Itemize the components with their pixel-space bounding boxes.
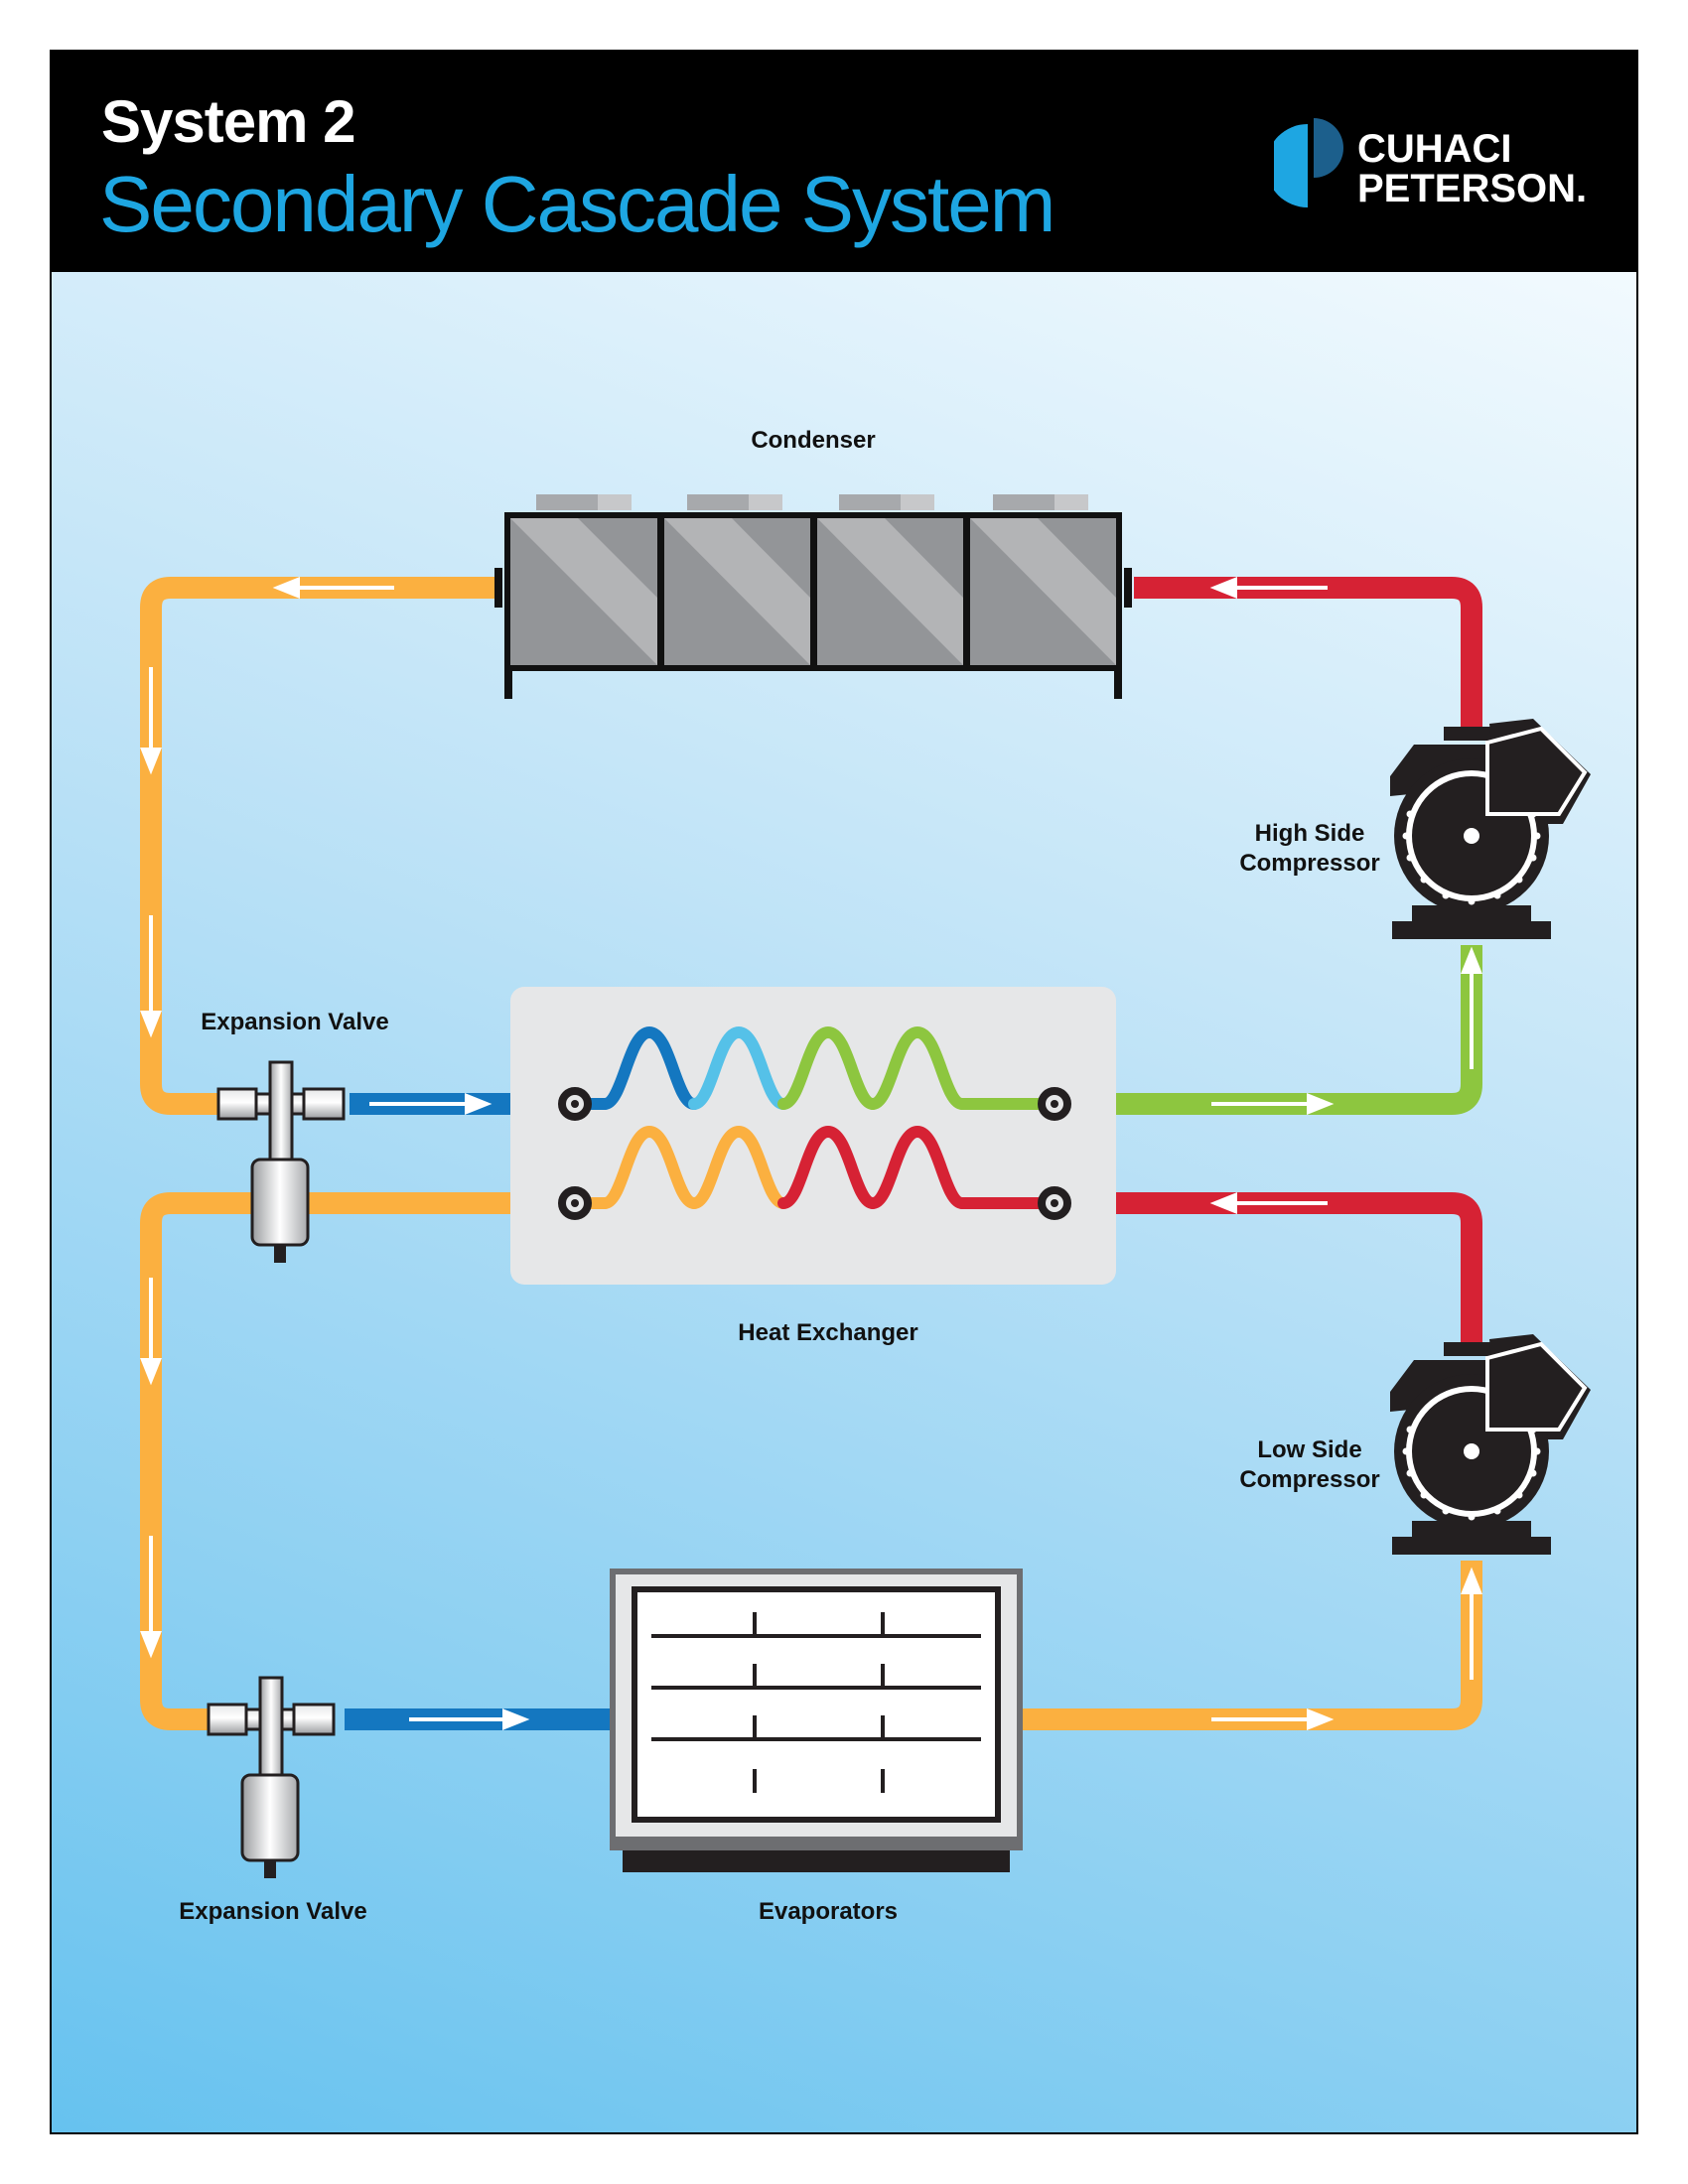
arrow-right-icon (409, 1708, 530, 1730)
arrow-left-icon (272, 577, 394, 599)
company-logo: CUHACI PETERSON. (1274, 111, 1592, 220)
heat-exchanger-label: Heat Exchanger (738, 1319, 917, 1346)
condenser-label: Condenser (751, 427, 875, 454)
arrow-up-icon (1461, 946, 1482, 1069)
system-label: System 2 (101, 88, 355, 155)
pipe-high-compressor-to-condenser (1134, 577, 1482, 732)
cascade-diagram: Condenser High Side Compressor Expansion… (140, 427, 1593, 1925)
pipe-low-compressor-to-exchanger (1114, 1192, 1482, 1342)
logo-mark-icon (1274, 118, 1343, 207)
arrow-right-icon (1211, 1708, 1335, 1730)
arrow-down-icon (140, 1536, 162, 1659)
flow-arrows (140, 577, 1482, 1730)
system-name: Secondary Cascade System (99, 160, 1055, 248)
evaporators-label: Evaporators (759, 1898, 898, 1925)
expansion-valve-bottom-label: Expansion Valve (179, 1898, 366, 1925)
pipe-evaporators-to-low-compressor (1021, 1561, 1482, 1730)
high-side-compressor-icon (1388, 717, 1593, 941)
arrow-left-icon (1209, 577, 1328, 599)
arrow-down-icon (140, 667, 162, 775)
evaporators-icon (610, 1569, 1023, 1872)
expansion-valve-top-icon (216, 1060, 346, 1265)
heat-exchanger-icon (510, 987, 1116, 1285)
pipe-exchanger-to-high-compressor (1114, 945, 1482, 1115)
high-side-compressor-label-line1: High Side (1255, 820, 1365, 847)
arrow-up-icon (1461, 1567, 1482, 1680)
low-side-compressor-label-line1: Low Side (1257, 1436, 1361, 1463)
pipes (140, 577, 1482, 1730)
arrow-down-icon (140, 1278, 162, 1386)
header-bar: System 2 Secondary Cascade System CUHACI… (52, 52, 1636, 272)
pipe-exchanger-to-bottom-valve (140, 1192, 510, 1730)
high-side-compressor-label-line2: Compressor (1239, 850, 1379, 877)
poster-frame: System 2 Secondary Cascade System CUHACI… (50, 50, 1638, 2134)
diagram-area: Condenser High Side Compressor Expansion… (52, 272, 1636, 2132)
logo-text-line2: PETERSON. (1357, 167, 1588, 210)
condenser-icon (494, 494, 1132, 699)
expansion-valve-top-label: Expansion Valve (201, 1009, 388, 1035)
arrow-right-icon (369, 1093, 492, 1115)
arrow-left-icon (1209, 1192, 1328, 1214)
arrow-right-icon (1211, 1093, 1335, 1115)
pipe-condenser-to-top-valve (140, 577, 498, 1115)
expansion-valve-bottom-icon (207, 1676, 336, 1880)
arrow-down-icon (140, 915, 162, 1038)
low-side-compressor-icon (1388, 1332, 1593, 1557)
logo-text-line1: CUHACI (1357, 127, 1512, 171)
low-side-compressor-label-line2: Compressor (1239, 1466, 1379, 1493)
